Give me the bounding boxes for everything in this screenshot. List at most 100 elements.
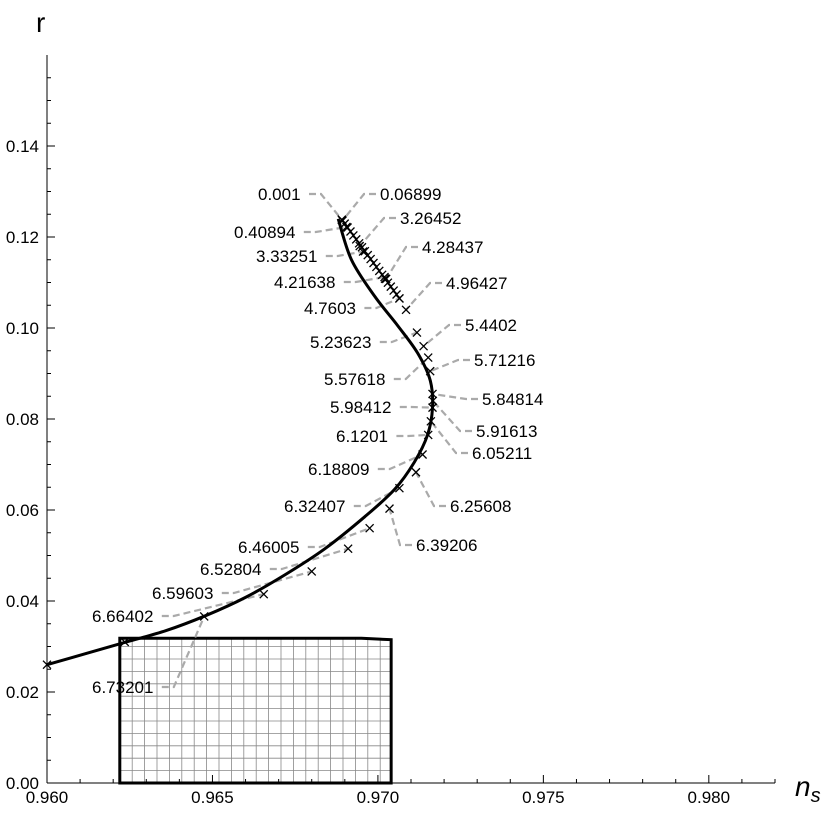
leader-line xyxy=(414,471,446,508)
marker-stroke xyxy=(355,241,365,251)
point-marker xyxy=(351,234,361,244)
x-tick-label: 0.960 xyxy=(26,788,69,807)
leader-line xyxy=(422,323,461,348)
leader-line xyxy=(307,527,371,549)
leader-line xyxy=(341,192,376,222)
leader-line xyxy=(343,275,385,284)
x-axis-title: ns xyxy=(795,771,821,807)
marker-stroke xyxy=(120,637,130,647)
leader-line xyxy=(429,420,468,455)
point-label: 6.1201 xyxy=(336,427,388,446)
point-marker xyxy=(418,450,428,459)
leader-line xyxy=(377,453,424,471)
marker-stroke xyxy=(371,262,381,272)
point-label: 5.98412 xyxy=(330,398,391,417)
marker-stroke xyxy=(426,416,436,426)
y-tick-label: 0.12 xyxy=(6,228,39,247)
y-tick-label: 0.04 xyxy=(6,592,39,611)
marker-stroke xyxy=(42,660,52,670)
leader-line xyxy=(161,616,206,689)
point-marker xyxy=(338,216,347,226)
x-tick-label: 0.980 xyxy=(688,788,731,807)
point-label: 4.21638 xyxy=(274,273,335,292)
y-axis-title: r xyxy=(36,7,45,38)
point-label: 6.32407 xyxy=(284,497,345,516)
point-marker xyxy=(428,403,437,413)
point-label: 3.33251 xyxy=(256,247,317,266)
point-marker xyxy=(386,282,396,292)
marker-stroke xyxy=(365,523,375,533)
marker-stroke xyxy=(412,328,422,338)
leader-line xyxy=(269,547,349,571)
leader-line xyxy=(385,245,418,280)
point-label: 6.52804 xyxy=(200,560,261,579)
point-marker xyxy=(411,467,421,477)
point-marker xyxy=(380,274,390,284)
point-label: 6.59603 xyxy=(152,584,213,603)
leader-line xyxy=(221,570,313,595)
point-marker xyxy=(42,660,52,670)
region-outline xyxy=(118,636,393,785)
point-label: 4.7603 xyxy=(304,299,356,318)
point-label: 3.26452 xyxy=(400,209,461,228)
point-marker xyxy=(412,328,422,338)
x-tick-label: 0.975 xyxy=(522,788,565,807)
marker-stroke xyxy=(358,247,368,257)
point-label: 6.39206 xyxy=(416,536,477,555)
point-marker xyxy=(369,258,378,268)
point-marker xyxy=(365,523,375,533)
marker-stroke xyxy=(348,230,358,240)
marker-stroke xyxy=(383,278,393,288)
trajectory-curve xyxy=(46,218,435,667)
marker-stroke xyxy=(363,250,373,260)
leader-line xyxy=(405,281,442,311)
point-marker xyxy=(423,353,433,363)
marker-stroke xyxy=(385,504,394,514)
point-label: 4.96427 xyxy=(446,274,507,293)
point-label: 6.46005 xyxy=(238,538,299,557)
leader-line xyxy=(358,216,396,247)
y-tick-label: 0.06 xyxy=(6,501,39,520)
marker-stroke xyxy=(342,222,351,232)
y-ticks: 0.000.020.040.060.080.100.120.14 xyxy=(6,77,55,793)
point-label: 0.001 xyxy=(258,185,301,204)
marker-stroke xyxy=(428,389,437,399)
y-tick-label: 0.02 xyxy=(6,683,39,702)
point-label: 5.23623 xyxy=(310,333,371,352)
point-marker xyxy=(199,612,209,621)
leader-line xyxy=(309,192,343,221)
marker-stroke xyxy=(366,254,376,264)
marker-stroke xyxy=(354,238,364,248)
marker-stroke xyxy=(360,246,370,256)
marker-stroke xyxy=(369,258,378,268)
point-label: 6.25608 xyxy=(450,497,511,516)
point-marker xyxy=(389,286,399,296)
marker-stroke xyxy=(425,366,435,376)
point-marker xyxy=(385,504,394,514)
leader-line xyxy=(388,508,412,547)
point-marker xyxy=(425,366,435,376)
point-marker xyxy=(354,238,364,248)
marker-stroke xyxy=(394,293,404,303)
marker-stroke xyxy=(423,430,433,440)
allowed-region xyxy=(118,636,393,785)
marker-stroke xyxy=(380,272,389,282)
point-marker xyxy=(426,416,436,426)
y-tick-label: 0.08 xyxy=(6,410,39,429)
marker-stroke xyxy=(394,483,404,493)
marker-stroke xyxy=(418,450,428,459)
point-label: 5.4402 xyxy=(465,316,517,335)
leader-line xyxy=(161,593,265,618)
leader-line xyxy=(303,225,347,234)
y-tick-label: 0.14 xyxy=(6,137,39,156)
marker-stroke xyxy=(419,341,429,351)
point-marker xyxy=(428,396,438,406)
point-label: 0.06899 xyxy=(380,185,441,204)
point-marker xyxy=(394,483,404,493)
point-label: 6.73201 xyxy=(92,678,153,697)
marker-stroke xyxy=(374,266,384,276)
label-leader-lines xyxy=(161,192,478,689)
marker-stroke xyxy=(401,305,411,315)
